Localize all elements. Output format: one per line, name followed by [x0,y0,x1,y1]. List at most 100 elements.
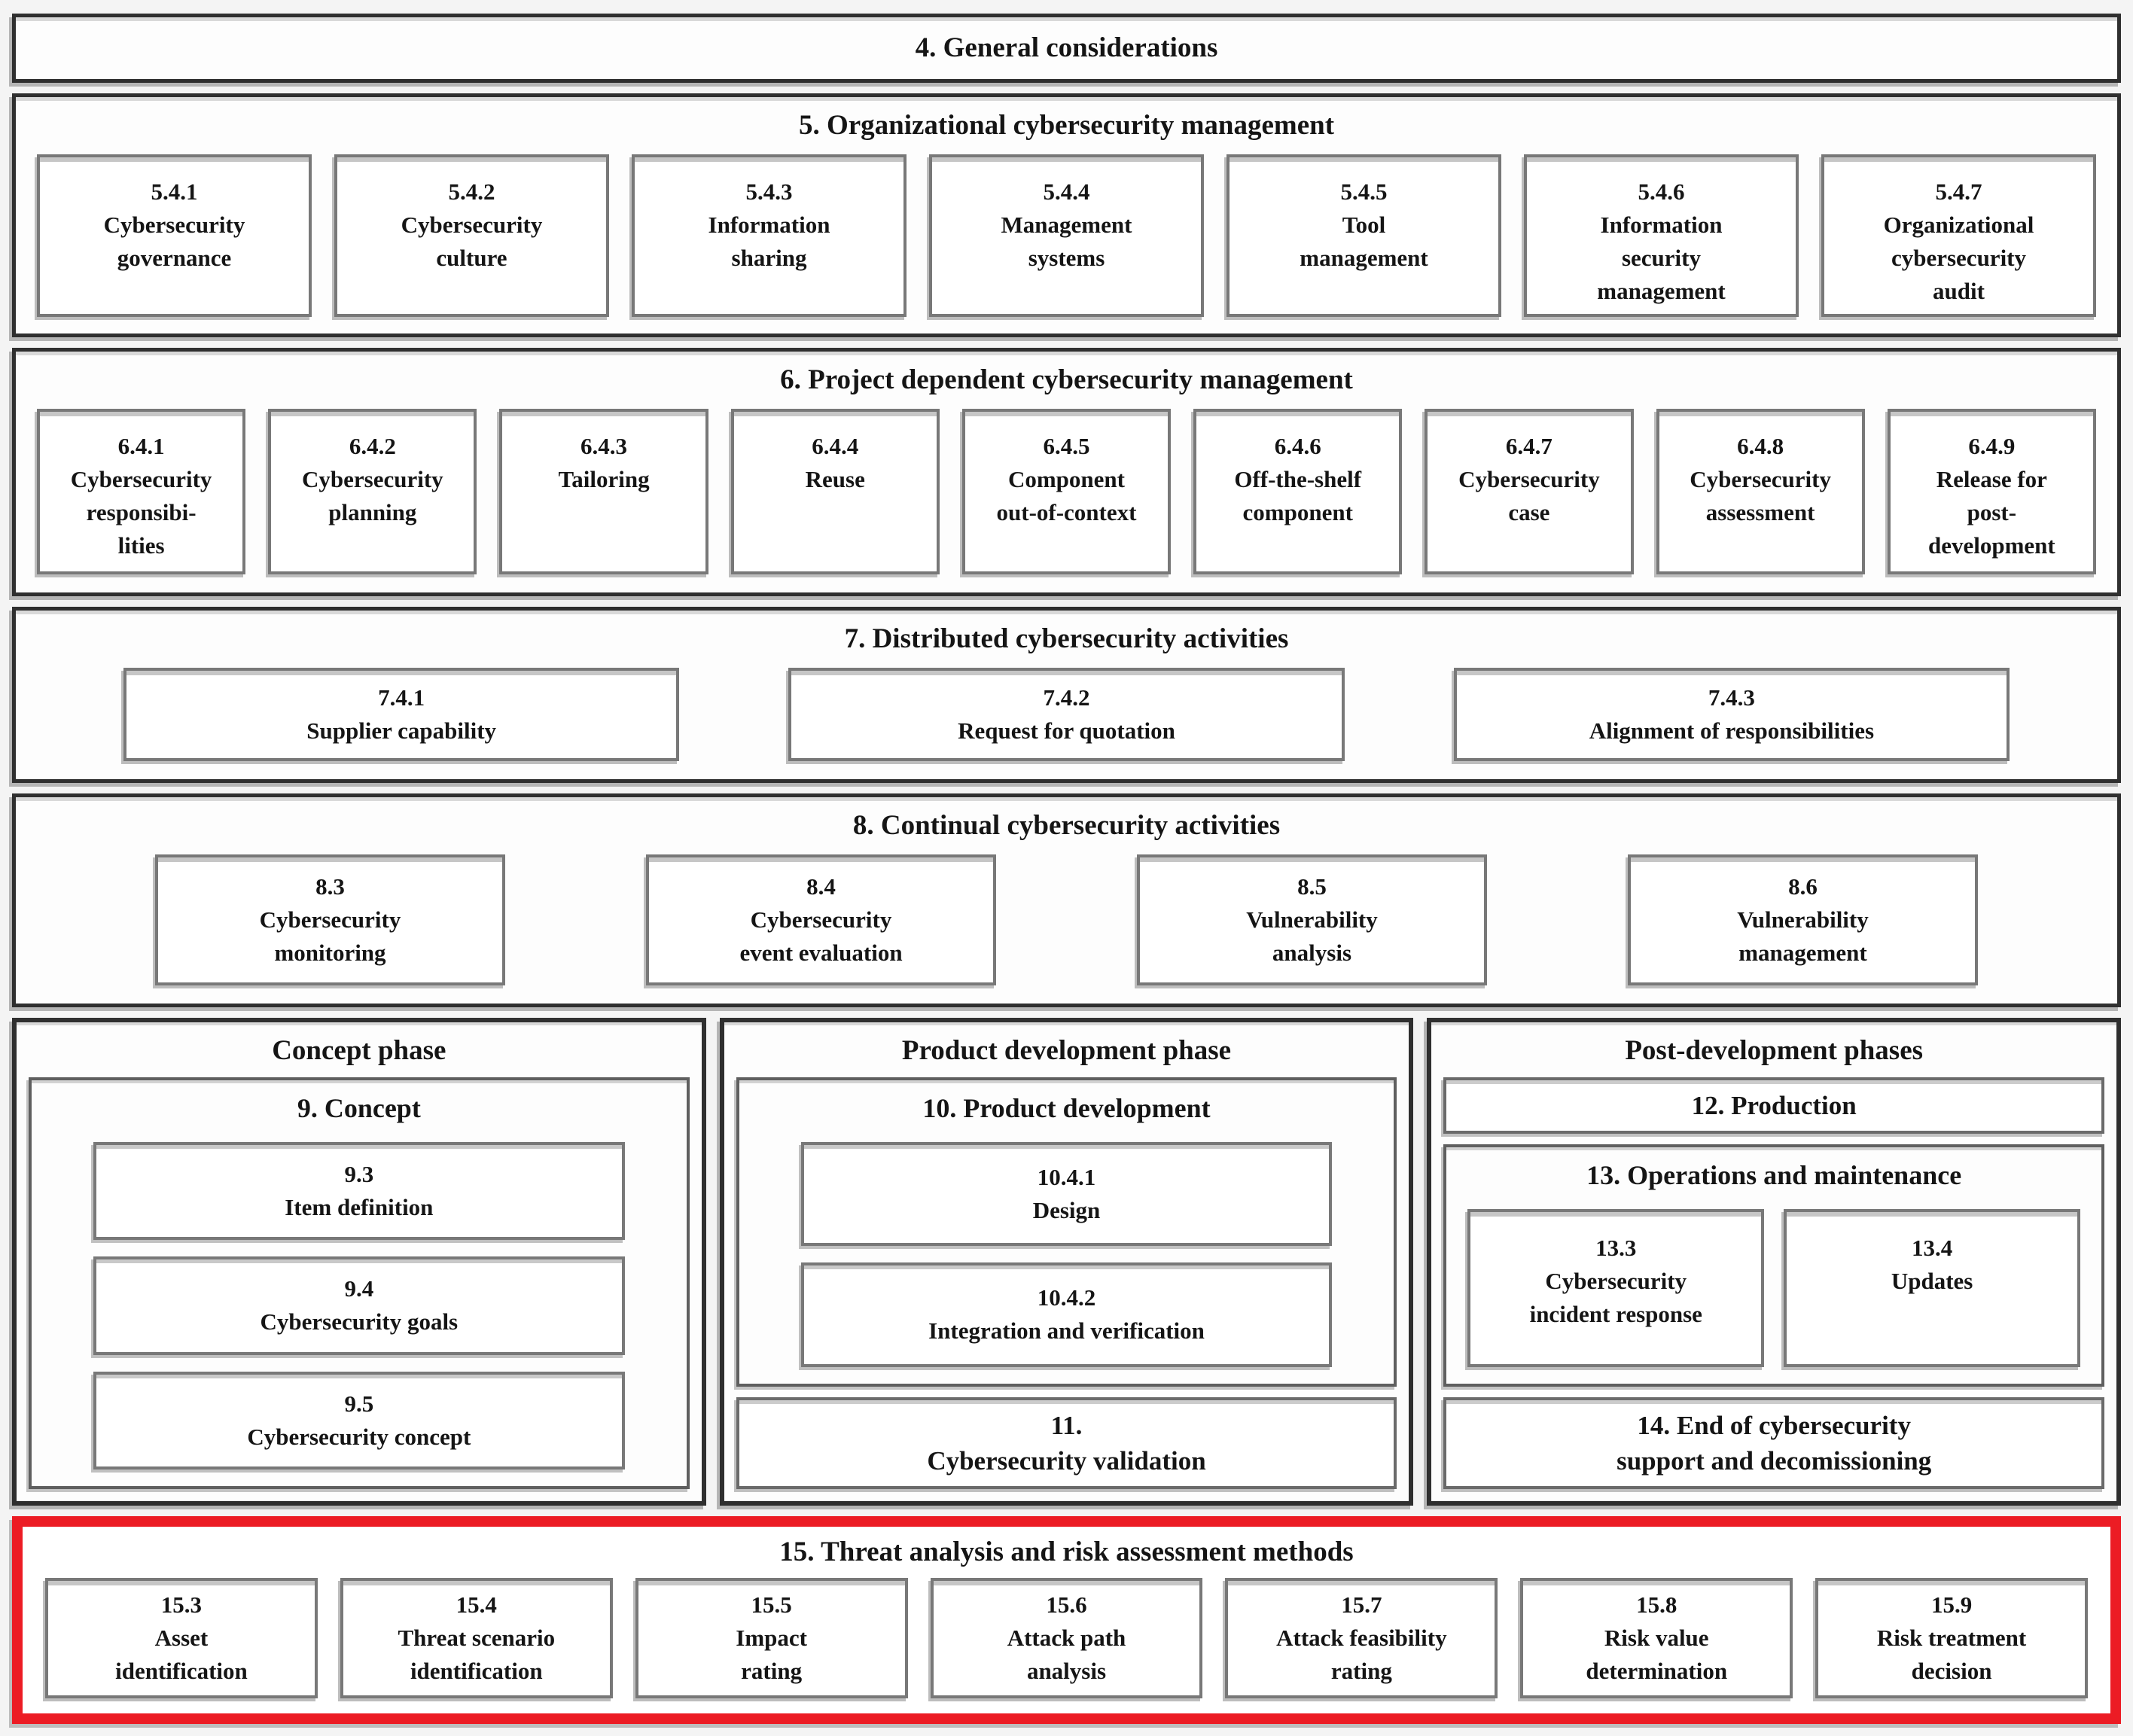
clause-label: Impact rating [736,1625,807,1685]
section-title: 15. Threat analysis and risk assessment … [779,1537,1354,1567]
clause-label: Reuse [805,466,865,493]
clause-number: 8.6 [1788,873,1818,900]
clause-label: Organizational cybersecurity audit [1883,212,2034,305]
clause-number: 8.4 [806,873,836,900]
clause-number: 15.3 [160,1591,203,1619]
clause-label: Information security management [1597,212,1726,305]
clause-label: Information sharing [708,212,830,272]
clause-number: 6.4.6 [1274,433,1321,460]
section-title: 10. Product development [922,1093,1211,1123]
clause-number: 6.4.9 [1968,433,2016,460]
clause-number: 6.4.5 [1043,433,1090,460]
clause-label: Vulnerability management [1737,906,1869,967]
clause-label: Cybersecurity goals [260,1308,459,1336]
clause-number: 9.3 [344,1161,374,1188]
section-general-considerations: 4. General considerations [12,14,2121,83]
clause-label: Off-the-shelf component [1234,466,1362,526]
clause-label: Risk value determination [1586,1625,1728,1685]
clause-number: 9.5 [344,1390,374,1417]
section-tara-methods-highlighted: 15. Threat analysis and risk assessment … [12,1516,2121,1724]
clause-label: Cybersecurity event evaluation [739,906,903,967]
clause-number: 10.4.2 [1037,1284,1096,1311]
clause-label: Integration and verification [928,1317,1205,1345]
clause-number: 13.4 [1911,1235,1953,1262]
clause-label: Cybersecurity validation [927,1445,1206,1476]
clause-number: 5.4.4 [1043,178,1090,206]
clause-number: 5.4.3 [745,178,793,206]
section-title: 8. Continual cybersecurity activities [852,810,1281,841]
phase-post-development: Post-development phases 12. Production 1… [1427,1018,2122,1506]
clause-number: 8.5 [1297,873,1327,900]
phase-product-development: Product development phase 10. Product de… [719,1018,1414,1506]
section-cybersecurity-validation: 11.Cybersecurity validation [736,1396,1397,1489]
clause-label: Updates [1891,1268,1973,1295]
clause-number: 6.4.4 [812,433,859,460]
clause-number: 6.4.3 [580,433,628,460]
clause-number: 15.5 [751,1591,792,1619]
clause-label: Item definition [285,1194,434,1221]
clause-label: Asset identification [115,1625,248,1685]
section-organizational-management: 5. Organizational cybersecurity manageme… [12,93,2121,337]
clause-number: 5.4.5 [1340,178,1388,206]
clause-label: Cybersecurity concept [247,1423,471,1450]
clause-number: 10.4.1 [1037,1164,1096,1191]
clause-label: Request for quotation [958,717,1175,745]
section-title: 7. Distributed cybersecurity activities [844,623,1289,654]
clause-number: 15.8 [1636,1591,1677,1619]
clause-label: Cybersecurity culture [401,212,543,272]
section-title: 5. Organizational cybersecurity manageme… [798,110,1335,141]
section-title: 6. Project dependent cybersecurity manag… [780,364,1353,395]
clause-number: 9.4 [344,1275,374,1302]
clause-label: Component out-of-context [996,466,1137,526]
section-title: 13. Operations and maintenance [1586,1160,1962,1191]
clause-label: Vulnerability analysis [1246,906,1378,967]
clause-label: Cybersecurity monitoring [259,906,401,967]
clause-label: Cybersecurity governance [103,212,245,272]
clause-number: 6.4.7 [1505,433,1553,460]
clause-number: 7.4.1 [378,684,425,711]
clause-number: 15.7 [1341,1591,1382,1619]
section-end-of-support: 14. End of cybersecurity support and dec… [1443,1396,2105,1489]
section-production: 12. Production [1443,1077,2105,1134]
clause-label: Release for post- development [1927,466,2055,559]
clause-number: 6.4.8 [1737,433,1784,460]
section-project-dependent-management: 6. Project dependent cybersecurity manag… [12,348,2121,596]
clause-label: Tailoring [558,466,650,493]
clause-number: 13.3 [1595,1235,1637,1262]
clause-number: 5.4.1 [151,178,198,206]
section-continual-activities: 8. Continual cybersecurity activities 8.… [12,793,2121,1007]
clause-label: Alignment of responsibilities [1589,717,1875,745]
clause-number: 5.4.2 [448,178,495,206]
